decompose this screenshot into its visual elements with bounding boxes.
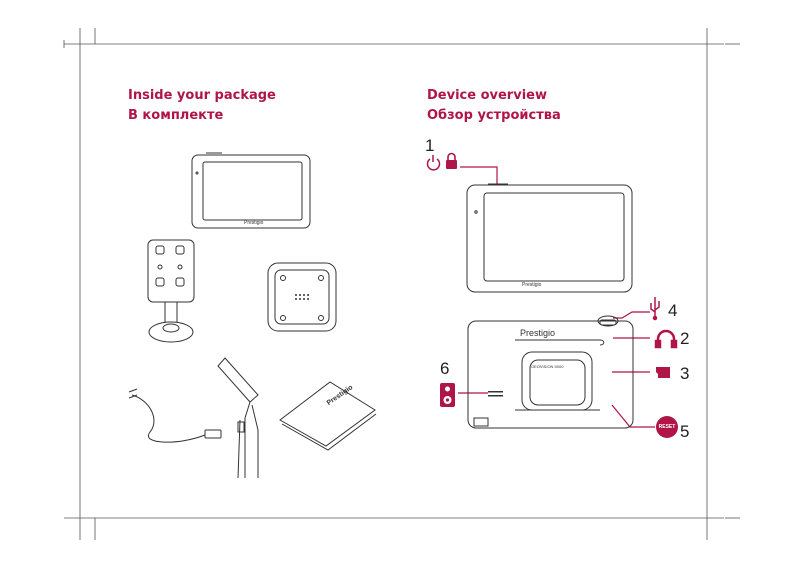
power-icon (426, 155, 441, 171)
mount-base-image (267, 262, 337, 332)
manual-booklet-image (279, 381, 377, 451)
callout-number-4: 4 (668, 301, 678, 320)
car-charger-image (217, 357, 259, 479)
gps-device-front-image (191, 152, 311, 229)
callout-number-3: 3 (680, 364, 690, 383)
overview-title-ru: Обзор устройства (427, 108, 561, 123)
back-brand-label: Prestigio (520, 328, 556, 338)
usb-icon (650, 297, 660, 321)
lock-icon (446, 152, 457, 169)
package-title-ru: В комплекте (128, 108, 224, 123)
headphones-icon (654, 329, 678, 349)
reset-label: RESET (658, 424, 676, 430)
callout-number-1: 1 (425, 136, 435, 155)
callout-number-2: 2 (680, 329, 690, 348)
speaker-icon (440, 383, 455, 407)
callout-line-5 (611, 404, 655, 428)
device-back-image (467, 315, 634, 429)
front-brand-label: Prestigio (522, 282, 542, 288)
model-label: GEOVISION 5000 (531, 364, 564, 369)
device-front-image (466, 183, 633, 293)
suction-holder-image (147, 239, 195, 343)
usb-cable-image (128, 388, 222, 443)
overview-title-en: Device overview (427, 88, 547, 103)
callout-number-6: 6 (440, 359, 450, 378)
callout-line-1 (460, 166, 498, 184)
memory-card-icon (656, 367, 670, 378)
callout-line-4 (613, 311, 650, 319)
device-brand-label: Prestigio (244, 220, 264, 226)
callout-number-5: 5 (680, 422, 690, 441)
reset-button-icon (656, 416, 678, 438)
package-title-en: Inside your package (128, 88, 276, 103)
